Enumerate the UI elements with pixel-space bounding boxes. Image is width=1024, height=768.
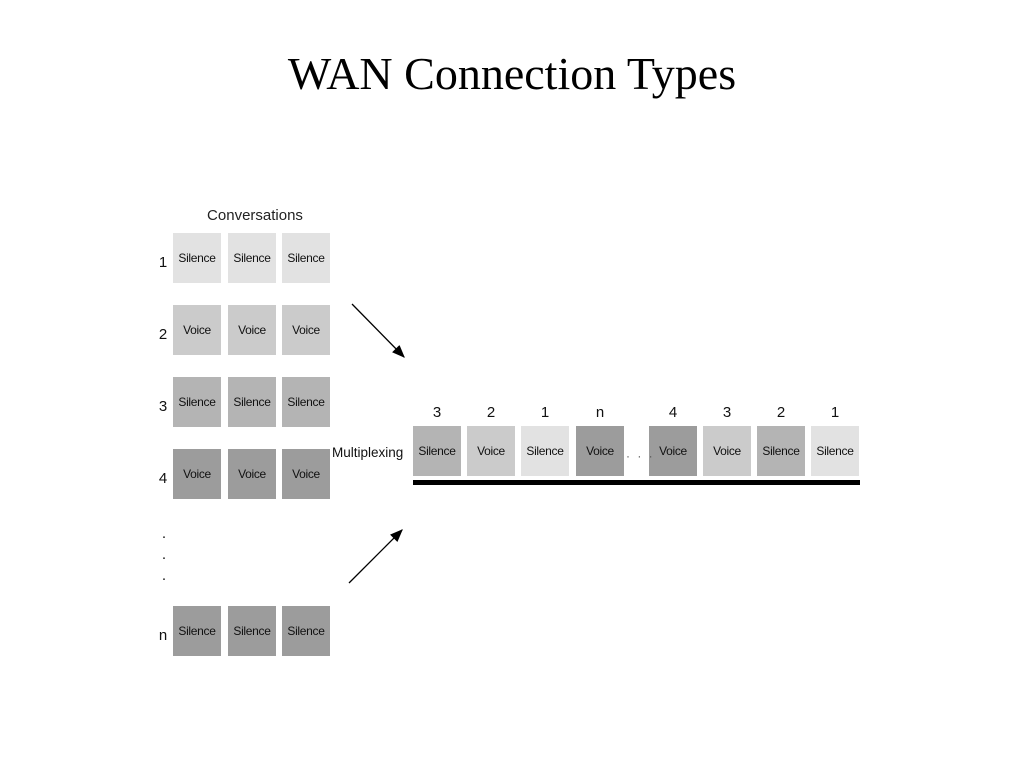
conversation-row-label: 3 <box>158 398 168 415</box>
conversation-cell: Voice <box>173 449 221 499</box>
conversation-cell: Silence <box>228 233 276 283</box>
stream-slot: Voice <box>649 426 697 476</box>
stream-slot-number: n <box>595 404 605 421</box>
stream-slot: Silence <box>757 426 805 476</box>
stream-slot: Voice <box>703 426 751 476</box>
conversation-cell: Voice <box>228 305 276 355</box>
conversation-cell: Silence <box>173 233 221 283</box>
stream-slot: Silence <box>811 426 859 476</box>
vertical-ellipsis-dot: · <box>161 549 167 566</box>
stream-slot-number: 2 <box>776 404 786 421</box>
arrow-down-right <box>351 303 405 358</box>
conversation-cell: Silence <box>173 606 221 656</box>
conversation-cell: Silence <box>282 233 330 283</box>
conversation-cell: Silence <box>282 606 330 656</box>
conversation-cell: Voice <box>282 305 330 355</box>
stream-slot-number: 3 <box>432 404 442 421</box>
conversation-row-label: 2 <box>158 326 168 343</box>
stream-slot: Silence <box>413 426 461 476</box>
conversations-heading: Conversations <box>207 207 303 224</box>
conversation-cell: Silence <box>228 606 276 656</box>
conversation-cell: Silence <box>228 377 276 427</box>
stream-slot: Voice <box>467 426 515 476</box>
slide-title: WAN Connection Types <box>287 48 737 99</box>
stream-slot: Voice <box>576 426 624 476</box>
stream-ellipsis: · · · <box>626 449 655 463</box>
conversation-cell: Silence <box>282 377 330 427</box>
transmission-line <box>413 480 860 485</box>
conversation-cell: Voice <box>282 449 330 499</box>
vertical-ellipsis-dot: · <box>161 570 167 587</box>
conversation-row-label: 4 <box>158 470 168 487</box>
vertical-ellipsis-dot: · <box>161 528 167 545</box>
conversation-cell: Silence <box>173 377 221 427</box>
stream-slot-number: 2 <box>486 404 496 421</box>
stream-slot: Silence <box>521 426 569 476</box>
stream-slot-number: 1 <box>830 404 840 421</box>
stream-slot-number: 3 <box>722 404 732 421</box>
stream-slot-number: 1 <box>540 404 550 421</box>
multiplexing-label: Multiplexing <box>332 445 404 460</box>
arrow-up-right <box>348 529 403 584</box>
conversation-cell: Voice <box>173 305 221 355</box>
conversation-cell: Voice <box>228 449 276 499</box>
stream-slot-number: 4 <box>668 404 678 421</box>
conversation-row-label: 1 <box>158 254 168 271</box>
conversation-row-label: n <box>158 627 168 644</box>
